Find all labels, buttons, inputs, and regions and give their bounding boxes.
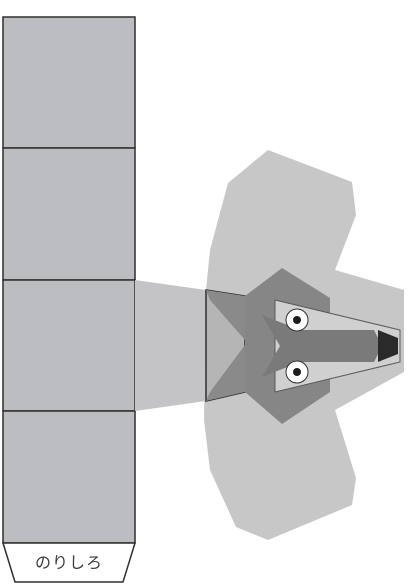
body-panel-2 [2,147,136,281]
glue-tab-label: のりしろ [34,553,103,572]
glue-tab [1,542,137,583]
left-eye [285,308,309,332]
right-eye [285,360,309,384]
body-panel-4 [2,410,136,544]
trunk-tip [378,330,398,362]
body-panel-3 [2,279,136,412]
face-triangle-bottom [206,345,245,401]
neck-connector [135,280,206,411]
left-eye-pupil-icon [293,316,301,324]
face-triangle-top [206,290,245,340]
body-panels [2,16,136,544]
trunk [262,315,382,377]
body-panel-1 [2,16,136,149]
right-eye-pupil-icon [293,368,301,376]
